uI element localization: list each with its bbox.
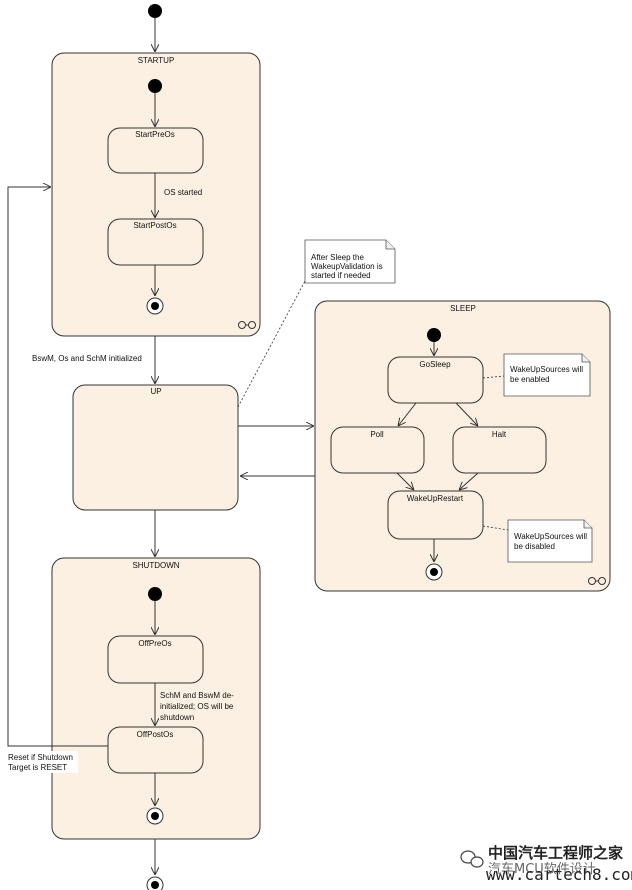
note-disabled-line2: be disabled <box>514 542 555 551</box>
note-after-sleep-line2: WakeupValidation is <box>311 262 383 271</box>
sleep-title: SLEEP <box>450 304 476 313</box>
transition-reset-to-startup <box>7 187 108 747</box>
transition-deinit-line1: SchM and BswM de- <box>160 691 234 700</box>
sleep-composite-icon <box>588 577 606 585</box>
watermark: 中国汽车工程师之家 www.cartech8.com 汽车MCU软件设计 <box>460 844 632 884</box>
state-go-sleep <box>387 356 484 404</box>
state-poll-label: Poll <box>370 430 384 439</box>
note-disabled-anchor <box>482 525 509 531</box>
state-wakeup-restart <box>387 490 484 540</box>
state-off-pre-os-label: OffPreOs <box>138 639 171 648</box>
note-sources-disabled: WakeUpSources will be disabled <box>507 519 593 563</box>
state-start-post-os-label: StartPostOs <box>133 221 176 230</box>
startup-composite: STARTUP StartPreOs OS started StartPostO… <box>51 52 261 337</box>
wechat-icon <box>460 850 484 868</box>
note-enabled-line2: be enabled <box>510 375 550 384</box>
state-wakeup-restart-label: WakeUpRestart <box>407 494 464 503</box>
state-halt-label: Halt <box>492 430 507 439</box>
transition-deinit-line2: initialized; OS will be <box>160 702 234 711</box>
note-disabled-line1: WakeUpSources will <box>514 532 587 541</box>
note-after-sleep-line3: started if needed <box>311 271 371 280</box>
startup-initial-node <box>148 79 162 93</box>
transition-reset-line1: Reset if Shutdown <box>8 753 73 762</box>
note-after-sleep-line1: After Sleep the <box>311 253 364 262</box>
initial-node-top <box>148 4 162 18</box>
state-up-label: UP <box>150 387 161 396</box>
transition-os-started-label: OS started <box>164 188 202 197</box>
transition-initialized-label: BswM, Os and SchM initialized <box>32 354 142 363</box>
note-after-sleep: After Sleep the WakeupValidation is star… <box>304 239 396 284</box>
shutdown-composite: SHUTDOWN OffPreOs SchM and BswM de- init… <box>51 557 261 840</box>
state-off-post-os-label: OffPostOs <box>137 730 174 739</box>
note-enabled-anchor <box>482 375 505 379</box>
state-halt <box>452 426 547 474</box>
state-poll <box>330 426 425 474</box>
note-enabled-line1: WakeUpSources will <box>510 365 583 374</box>
watermark-line3: 汽车MCU软件设计 <box>488 861 596 877</box>
state-start-pre-os-label: StartPreOs <box>135 130 175 139</box>
startup-composite-icon <box>238 321 256 329</box>
transition-reset-line2: Target is RESET <box>8 763 67 772</box>
startup-title: STARTUP <box>138 56 175 65</box>
watermark-line2: www.cartech8.com <box>486 865 632 884</box>
state-up: UP <box>72 384 239 511</box>
watermark-line1: 中国汽车工程师之家 <box>488 844 623 862</box>
transition-deinit-line3: shutdown <box>160 713 194 722</box>
state-go-sleep-label: GoSleep <box>419 360 451 369</box>
shutdown-initial-node <box>148 587 162 601</box>
note-sources-enabled: WakeUpSources will be enabled <box>503 353 591 397</box>
sleep-initial-node <box>427 328 441 342</box>
shutdown-title: SHUTDOWN <box>132 561 179 570</box>
